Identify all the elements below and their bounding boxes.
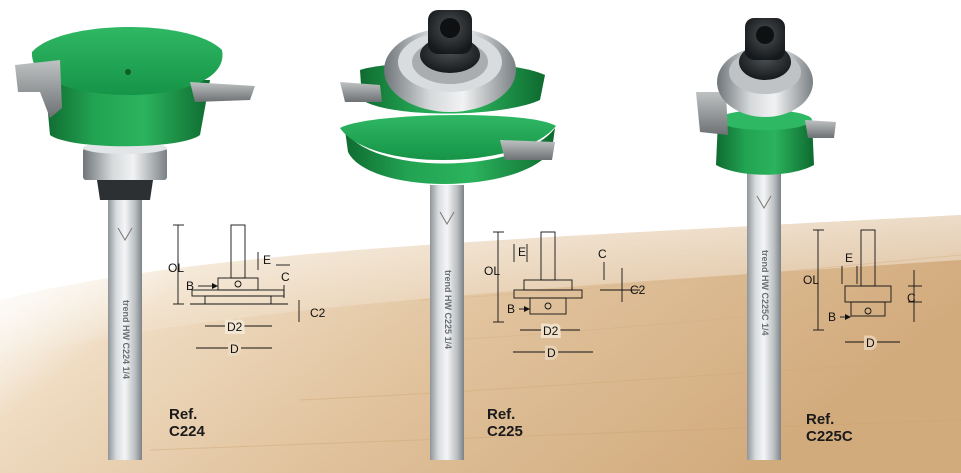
svg-text:C: C — [281, 270, 290, 284]
ref-code: C225 — [487, 423, 523, 440]
svg-text:C: C — [907, 291, 916, 305]
svg-text:OL: OL — [168, 261, 184, 275]
svg-text:OL: OL — [803, 273, 819, 287]
svg-text:C: C — [598, 247, 607, 261]
ref-label-c225: Ref. C225 — [487, 406, 523, 440]
svg-text:trend HW C224 1/4: trend HW C224 1/4 — [121, 300, 131, 379]
svg-text:E: E — [518, 245, 526, 259]
shank-marking: trend HW C224 1/4 — [121, 300, 131, 379]
dimension-diagram-c224: OL B E C C2 D2 D — [168, 224, 326, 359]
ref-prefix: Ref. — [487, 406, 516, 423]
svg-text:B: B — [186, 279, 194, 293]
svg-text:D: D — [547, 346, 556, 360]
svg-text:trend HW C225C 1/4: trend HW C225C 1/4 — [760, 250, 770, 336]
dimension-diagram-c225c: OL B E C D — [803, 229, 922, 353]
router-cutter-c225c: trend HW C225C 1/4 — [696, 18, 836, 460]
svg-text:D: D — [230, 342, 239, 356]
shank-marking: trend HW C225 1/4 — [443, 270, 453, 349]
router-cutter-c225: trend HW C225 1/4 — [340, 10, 556, 460]
svg-text:D2: D2 — [227, 320, 243, 334]
svg-text:E: E — [845, 251, 853, 265]
svg-text:B: B — [507, 302, 515, 316]
ref-label-c225c: Ref. C225C — [806, 411, 853, 445]
ref-code: C225C — [806, 428, 853, 445]
svg-text:C2: C2 — [310, 306, 326, 320]
svg-text:OL: OL — [484, 264, 500, 278]
svg-text:D: D — [866, 336, 875, 350]
svg-text:B: B — [828, 310, 836, 324]
ref-prefix: Ref. — [169, 406, 198, 423]
dimension-diagram-c225: OL B E C C2 D2 D — [484, 231, 646, 363]
ref-code: C224 — [169, 423, 205, 440]
svg-text:D2: D2 — [543, 324, 559, 338]
shank-marking: trend HW C225C 1/4 — [760, 250, 770, 336]
svg-text:trend HW C225 1/4: trend HW C225 1/4 — [443, 270, 453, 349]
router-cutter-c224: trend HW C224 1/4 — [15, 26, 255, 460]
svg-text:E: E — [263, 253, 271, 267]
ref-prefix: Ref. — [806, 411, 835, 428]
wood-board — [0, 215, 961, 473]
ref-label-c224: Ref. C224 — [169, 406, 205, 440]
